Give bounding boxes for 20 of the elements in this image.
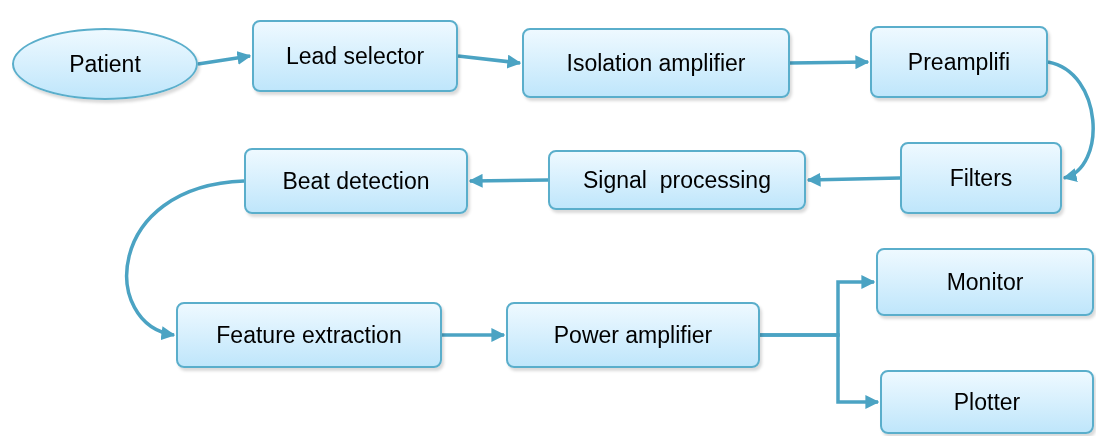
arrow [789, 55, 870, 70]
process-box: Lead selector [252, 20, 458, 92]
arrow [457, 54, 522, 69]
process-box: Power amplifier [506, 302, 760, 368]
process-box: Isolation amplifier [522, 28, 790, 98]
process-box: Beat detection [244, 148, 468, 214]
arrow [1047, 60, 1095, 180]
process-box: Plotter [880, 370, 1094, 434]
process-box: Monitor [876, 248, 1094, 316]
process-box: Signal processing [548, 150, 806, 210]
process-box: Preamplifi [870, 26, 1048, 98]
arrow [806, 172, 901, 187]
arrow [197, 51, 252, 66]
arrow [760, 333, 880, 409]
process-box: Feature extraction [176, 302, 442, 368]
arrow [468, 173, 549, 188]
arrow [442, 328, 506, 342]
ellipse-node: Patient [12, 28, 198, 100]
arrow [125, 179, 245, 339]
process-box: Filters [900, 142, 1062, 214]
